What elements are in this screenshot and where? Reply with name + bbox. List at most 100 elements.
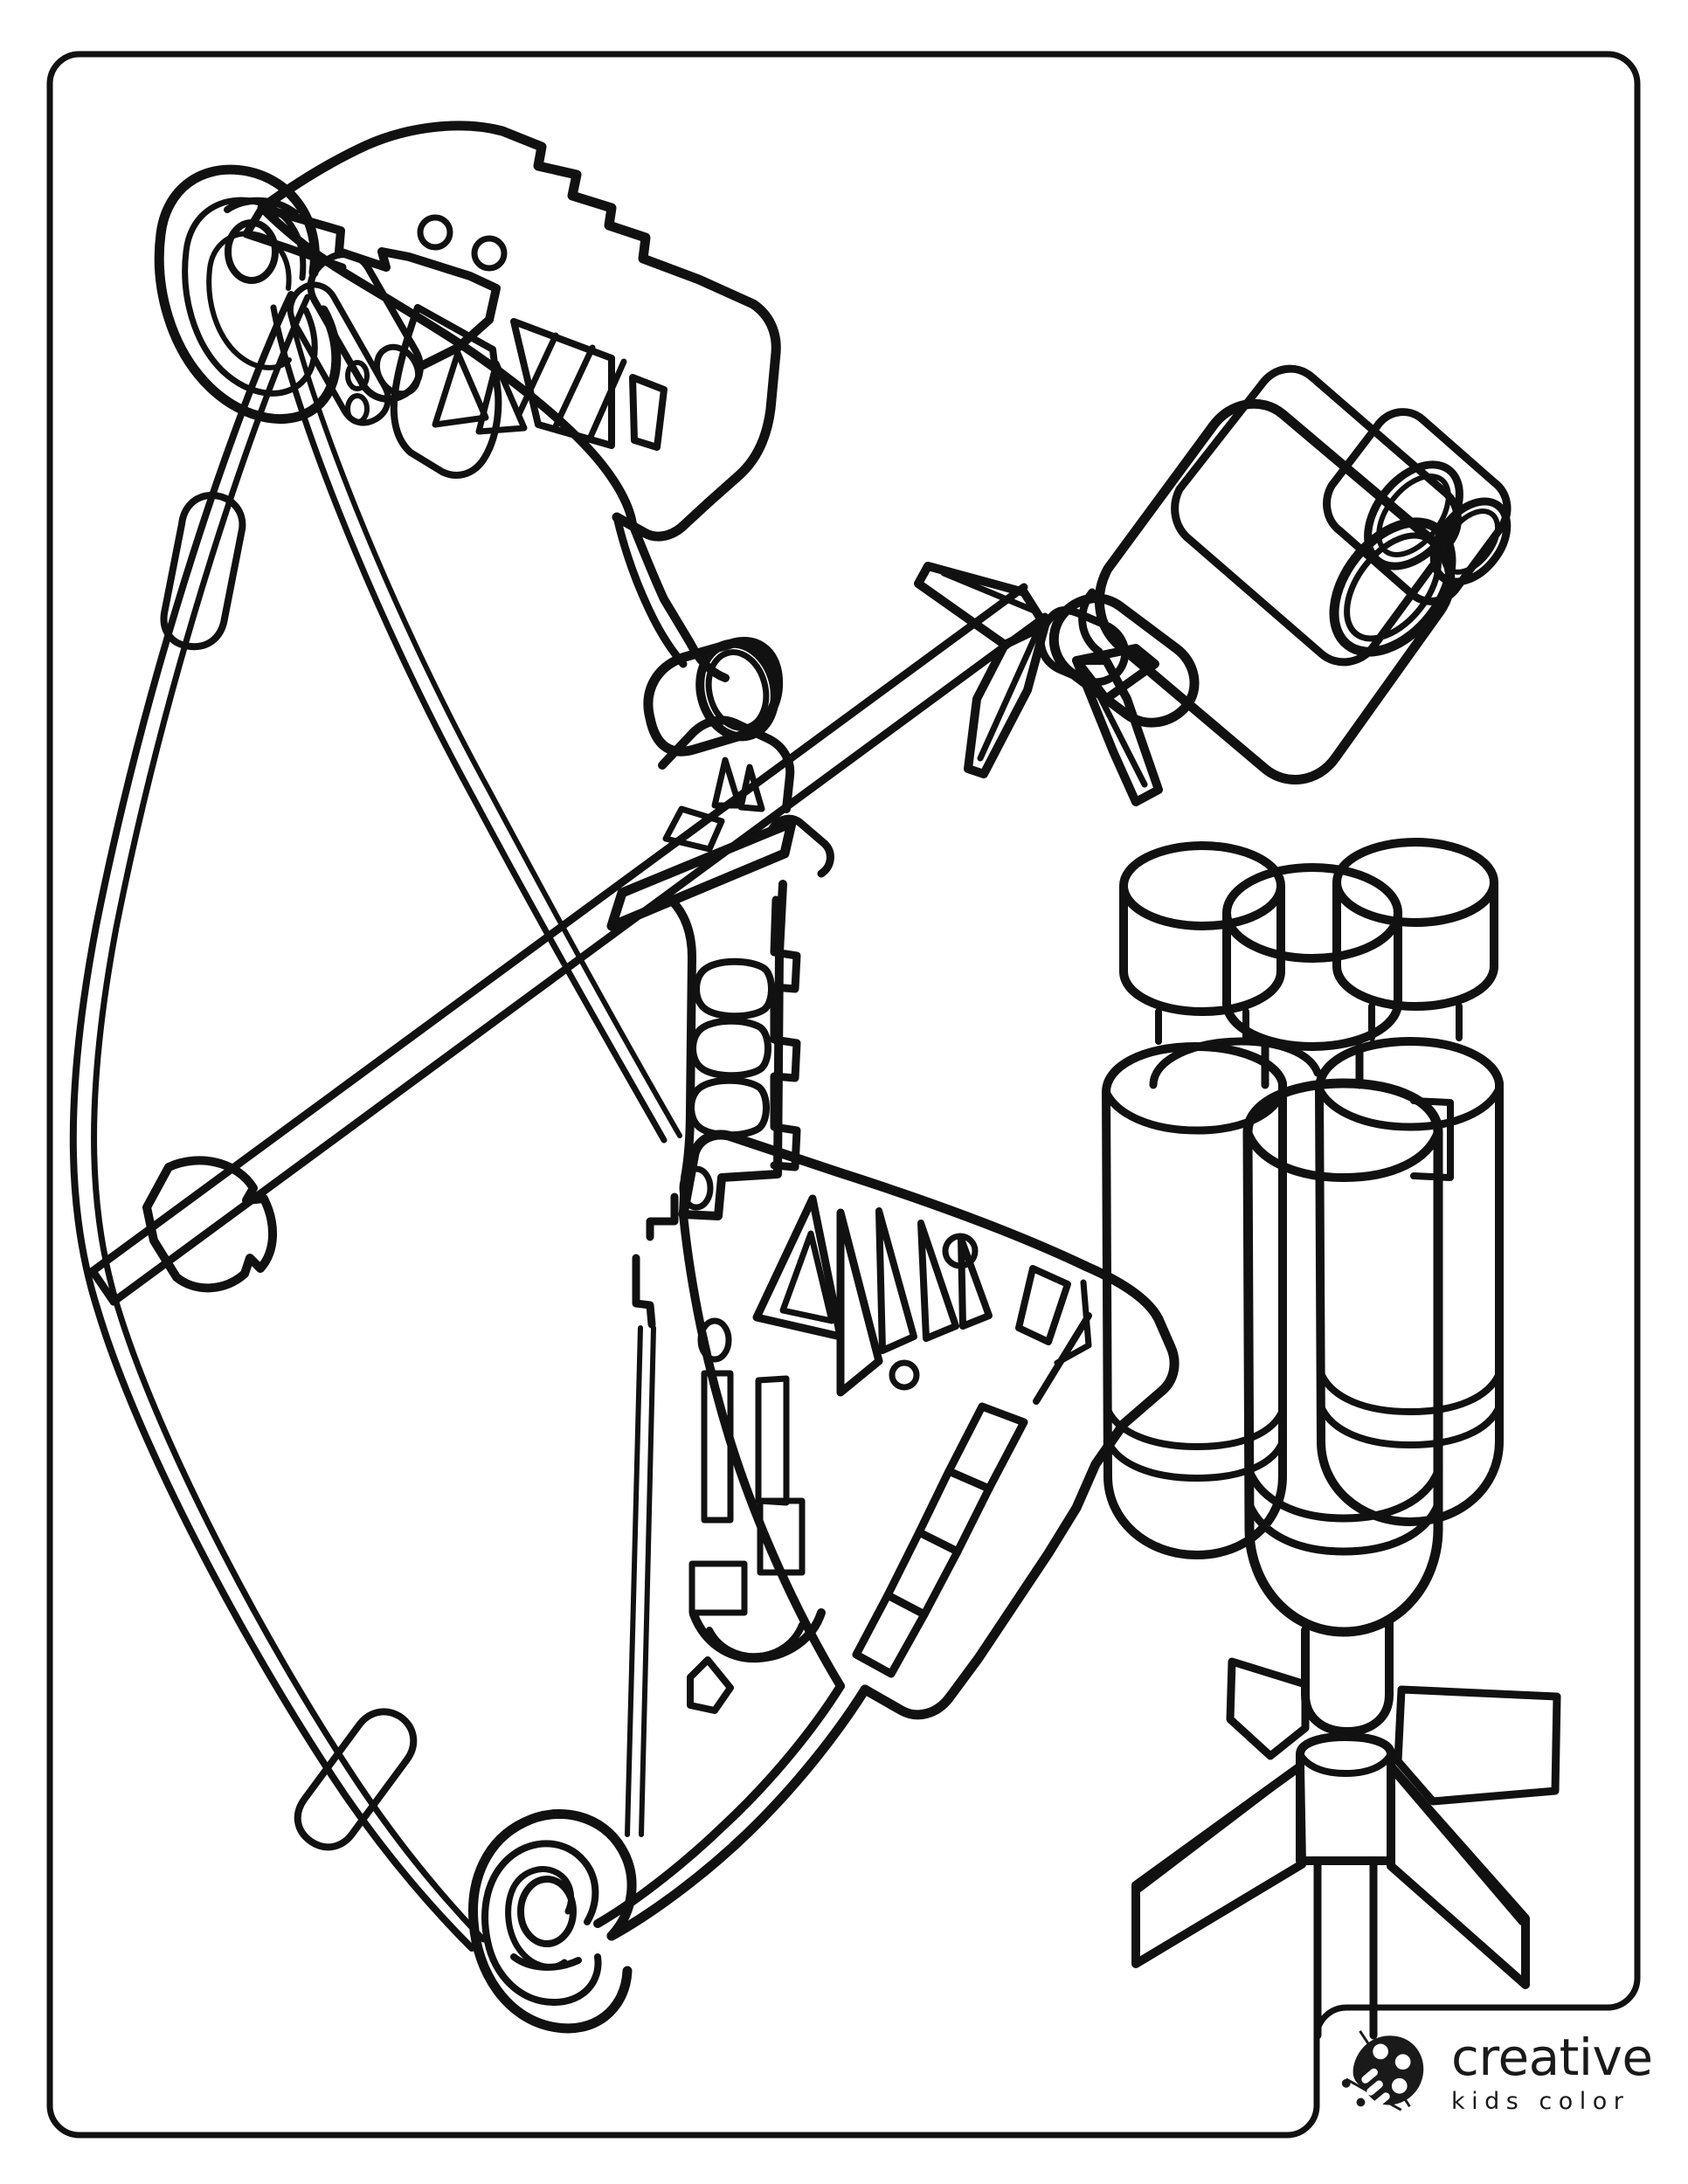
upper-limb-triangle-b (475, 360, 528, 435)
tail-fin-upper-left (1226, 1657, 1310, 1760)
riser-shelf-edge (608, 850, 788, 930)
missile-band-back-left-2 (1104, 1438, 1286, 1482)
upper-limb-bracket-tail (242, 204, 347, 272)
arrow-shaft-nock-end (88, 1267, 118, 1306)
lower-limb-bolt-4 (889, 1359, 920, 1391)
missile-band-back-left-1 (1104, 1406, 1286, 1450)
upper-limb-hatch-3 (587, 358, 627, 440)
upper-limb-bolt-1 (417, 214, 453, 251)
tail-shaft (1313, 1856, 1378, 2040)
lower-limb-plate-4 (688, 1560, 748, 1616)
lower-cam-inner-track-2 (505, 1866, 574, 1971)
missile-band-front-1 (1245, 1467, 1442, 1523)
fletching-vane-right-lower-inner (1085, 671, 1148, 788)
rocket-tip-body-2 (1171, 364, 1462, 667)
scope-lens-outer (695, 639, 779, 742)
lower-limb-hatch-3 (958, 1235, 993, 1330)
missile-band-front-2 (1245, 1500, 1442, 1556)
missile-cap-mid-base (1223, 999, 1401, 1050)
arrow-rest (768, 814, 834, 878)
lower-limb-hatch-2 (917, 1220, 959, 1342)
tail-fin-left-big-edge (1136, 1763, 1304, 1892)
bow-string (69, 291, 475, 1952)
lower-limb-window-tri-inner (779, 1230, 835, 1324)
missile-cap-back-right-base (1333, 963, 1498, 1010)
lower-limb-bolt-3 (942, 1233, 979, 1269)
rocket-collar (1048, 593, 1200, 728)
nocking-point (142, 1156, 277, 1293)
brand-subtitle: kids color (1451, 2087, 1630, 2115)
rocket-tip-cap-2-inner (1376, 473, 1451, 557)
rocket-tip-cap-3 (1429, 497, 1512, 586)
lower-limb-window-tri (752, 1194, 845, 1341)
fletching-hub (1036, 606, 1130, 687)
bow-cable-lower (625, 1325, 643, 1837)
bow-cable-upper-2 (286, 301, 682, 1138)
upper-limb-triangle-a (432, 349, 489, 428)
string-silencer-lower (294, 1708, 418, 1851)
missile-tube-back-left (1149, 1037, 1322, 1089)
upper-limb-hatch-2 (552, 344, 596, 430)
string-silencer-upper (160, 492, 246, 651)
lower-limb-segments-4 (852, 1591, 929, 1678)
upper-limb-to-riser-2 (612, 513, 688, 668)
lower-limb-step (646, 1192, 679, 1241)
scope-lens-inner (705, 649, 770, 731)
missile-band-back-right-1 (1318, 1370, 1503, 1415)
lower-cam-slot (510, 1953, 582, 1971)
lower-limb-hatch-1 (875, 1207, 917, 1354)
upper-limb-damper-2 (287, 281, 391, 426)
fletching-vane-upper-left-inner (940, 570, 1040, 615)
fletching-vane-lower-left-inner (977, 631, 1040, 762)
rocket-tip-body-3 (1323, 408, 1512, 605)
lower-limb-tail (606, 1684, 870, 1941)
lower-limb-bolt-1 (679, 1165, 714, 1211)
rocket-collar-band (1078, 588, 1103, 656)
upper-limb-hatch-1 (515, 332, 559, 418)
tail-fin-right-big-edge (1387, 1765, 1525, 1925)
lower-limb-slash-2 (1054, 1279, 1092, 1366)
lower-limb-window-right (1015, 1265, 1071, 1345)
grip-groove-3 (688, 1076, 770, 1139)
missile-lug (1410, 1097, 1454, 1181)
upper-limb-bolt-2 (471, 235, 508, 272)
lower-cam-axle (517, 1876, 577, 1947)
lower-limb-plate (701, 1370, 734, 1524)
lower-limb-hook-2 (706, 1621, 806, 1661)
tail-fin-upper-right (1394, 1685, 1561, 1806)
missile-collar-back-left (1102, 1088, 1287, 1135)
lower-limb-tail-notch (687, 1656, 734, 1714)
missile-collar-front (1243, 1128, 1442, 1182)
missile-neck-mid (1261, 1042, 1364, 1089)
missile-body-front (1242, 1078, 1443, 1637)
rocket-tip-cap-3-inner (1440, 508, 1501, 575)
lower-limb-plate-3 (757, 1497, 806, 1576)
lower-limb-window-blade (836, 1208, 883, 1397)
brand-title: creative (1451, 2027, 1653, 2087)
upper-limb-window-c (629, 374, 668, 451)
missile-collar-back-right (1315, 1084, 1504, 1131)
arrow-shaft-2 (109, 612, 1049, 1306)
scope-body (643, 637, 784, 757)
lower-limb-outline (678, 1130, 1180, 1720)
lower-cam-outer (468, 1808, 637, 2034)
grip-body (667, 880, 787, 1220)
upper-cam-slot (224, 197, 299, 217)
grip-groove-2 (689, 1017, 771, 1080)
missile-body-back-right (1315, 1037, 1504, 1526)
lower-limb-bolt-2 (697, 1317, 732, 1363)
arrow-shaft (88, 583, 1028, 1275)
upper-limb-bracket (258, 204, 501, 371)
tail-boom-upper-cap (1301, 1690, 1394, 1736)
fletching-vane-right-lower (1072, 656, 1163, 806)
lower-limb-step-2 (632, 1254, 656, 1329)
grip-right-edge (770, 895, 801, 1171)
riser-top-tab (662, 805, 725, 853)
tail-fin-right-big (1387, 1762, 1530, 1989)
upper-limb-outline (257, 121, 781, 542)
upper-limb-bolt-3 (345, 360, 370, 391)
brand-logo: creative kids color (1334, 2021, 1653, 2124)
upper-cam-outer (154, 164, 342, 425)
